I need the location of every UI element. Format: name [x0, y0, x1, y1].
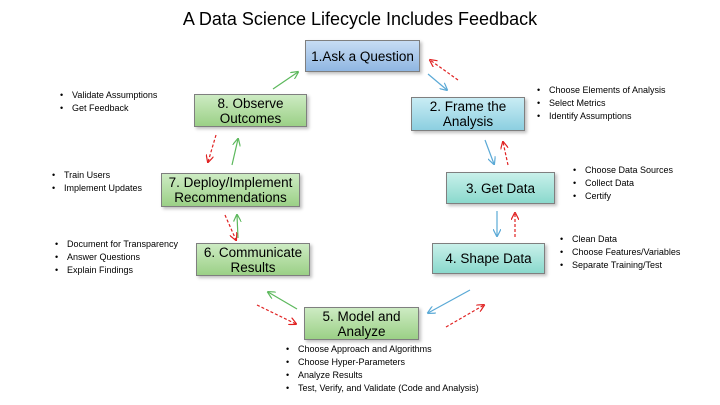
list-item: Separate Training/Test — [560, 259, 680, 272]
list-item: Identify Assumptions — [537, 110, 666, 123]
step-7-label: 7. Deploy/Implement Recommendations — [168, 175, 293, 205]
step-5-label: 5. Model and Analyze — [322, 308, 401, 339]
list-item: Choose Elements of Analysis — [537, 84, 666, 97]
list-item: Get Feedback — [60, 102, 157, 115]
step-3-get-data-box[interactable]: 3. Get Data — [446, 172, 555, 204]
feedback-arrow-2-to-1 — [430, 60, 459, 81]
feedback-arrow-8-to-7 — [208, 134, 217, 162]
step-8-label: 8. Observe Outcomes — [217, 95, 284, 126]
list-item: Analyze Results — [286, 369, 479, 382]
step-4-label: 4. Shape Data — [445, 251, 532, 266]
step-5-model-analyze-box[interactable]: 5. Model and Analyze — [304, 307, 419, 340]
forward-arrow-7-to-8 — [231, 139, 238, 166]
feedback-arrow-7-to-6 — [224, 214, 236, 240]
forward-arrow-2-to-3 — [484, 139, 494, 164]
list-item: Collect Data — [573, 177, 673, 190]
step-1-ask-question-box[interactable]: 1.Ask a Question — [305, 40, 420, 72]
list-item: Validate Assumptions — [60, 89, 157, 102]
forward-arrow-8-to-1 — [272, 72, 298, 90]
list-item: Clean Data — [560, 233, 680, 246]
step-6-bullet-list: Document for Transparency Answer Questio… — [55, 238, 178, 277]
list-item: Choose Approach and Algorithms — [286, 343, 479, 356]
list-item: Test, Verify, and Validate (Code and Ana… — [286, 382, 479, 395]
forward-arrow-6-to-7 — [237, 215, 238, 239]
list-item: Document for Transparency — [55, 238, 178, 251]
feedback-arrow-3-to-2 — [503, 142, 509, 166]
step-5-bullet-list: Choose Approach and Algorithms Choose Hy… — [286, 343, 479, 395]
list-item: Implement Updates — [52, 182, 142, 195]
step-8-bullet-list: Validate Assumptions Get Feedback — [60, 89, 157, 115]
step-8-observe-outcomes-box[interactable]: 8. Observe Outcomes — [194, 94, 307, 127]
forward-arrow-1-to-2 — [427, 73, 447, 90]
step-1-label: 1.Ask a Question — [311, 48, 414, 64]
step-2-frame-analysis-box[interactable]: 2. Frame the Analysis — [411, 97, 525, 131]
step-7-deploy-implement-box[interactable]: 7. Deploy/Implement Recommendations — [161, 173, 300, 207]
step-6-communicate-results-box[interactable]: 6. Communicate Results — [196, 243, 310, 276]
list-item: Explain Findings — [55, 264, 178, 277]
step-3-label: 3. Get Data — [465, 180, 536, 196]
feedback-arrow-6-to-5 — [256, 304, 296, 324]
list-item: Choose Data Sources — [573, 164, 673, 177]
step-7-bullet-list: Train Users Implement Updates — [52, 169, 142, 195]
list-item: Choose Features/Variables — [560, 246, 680, 259]
step-4-shape-data-box[interactable]: 4. Shape Data — [432, 243, 545, 274]
step-2-bullet-list: Choose Elements of Analysis Select Metri… — [537, 84, 666, 123]
step-4-bullet-list: Clean Data Choose Features/Variables Sep… — [560, 233, 680, 272]
feedback-arrow-5-to-4 — [445, 305, 484, 328]
page-title: A Data Science Lifecycle Includes Feedba… — [182, 9, 538, 29]
list-item: Answer Questions — [55, 251, 178, 264]
forward-arrow-4-to-5 — [428, 289, 471, 313]
list-item: Select Metrics — [537, 97, 666, 110]
step-2-label: 2. Frame the Analysis — [429, 99, 507, 129]
list-item: Certify — [573, 190, 673, 203]
list-item: Train Users — [52, 169, 142, 182]
step-6-label: 6. Communicate Results — [203, 244, 303, 275]
list-item: Choose Hyper-Parameters — [286, 356, 479, 369]
step-3-bullet-list: Choose Data Sources Collect Data Certify — [573, 164, 673, 203]
forward-arrow-5-to-6 — [268, 292, 298, 310]
